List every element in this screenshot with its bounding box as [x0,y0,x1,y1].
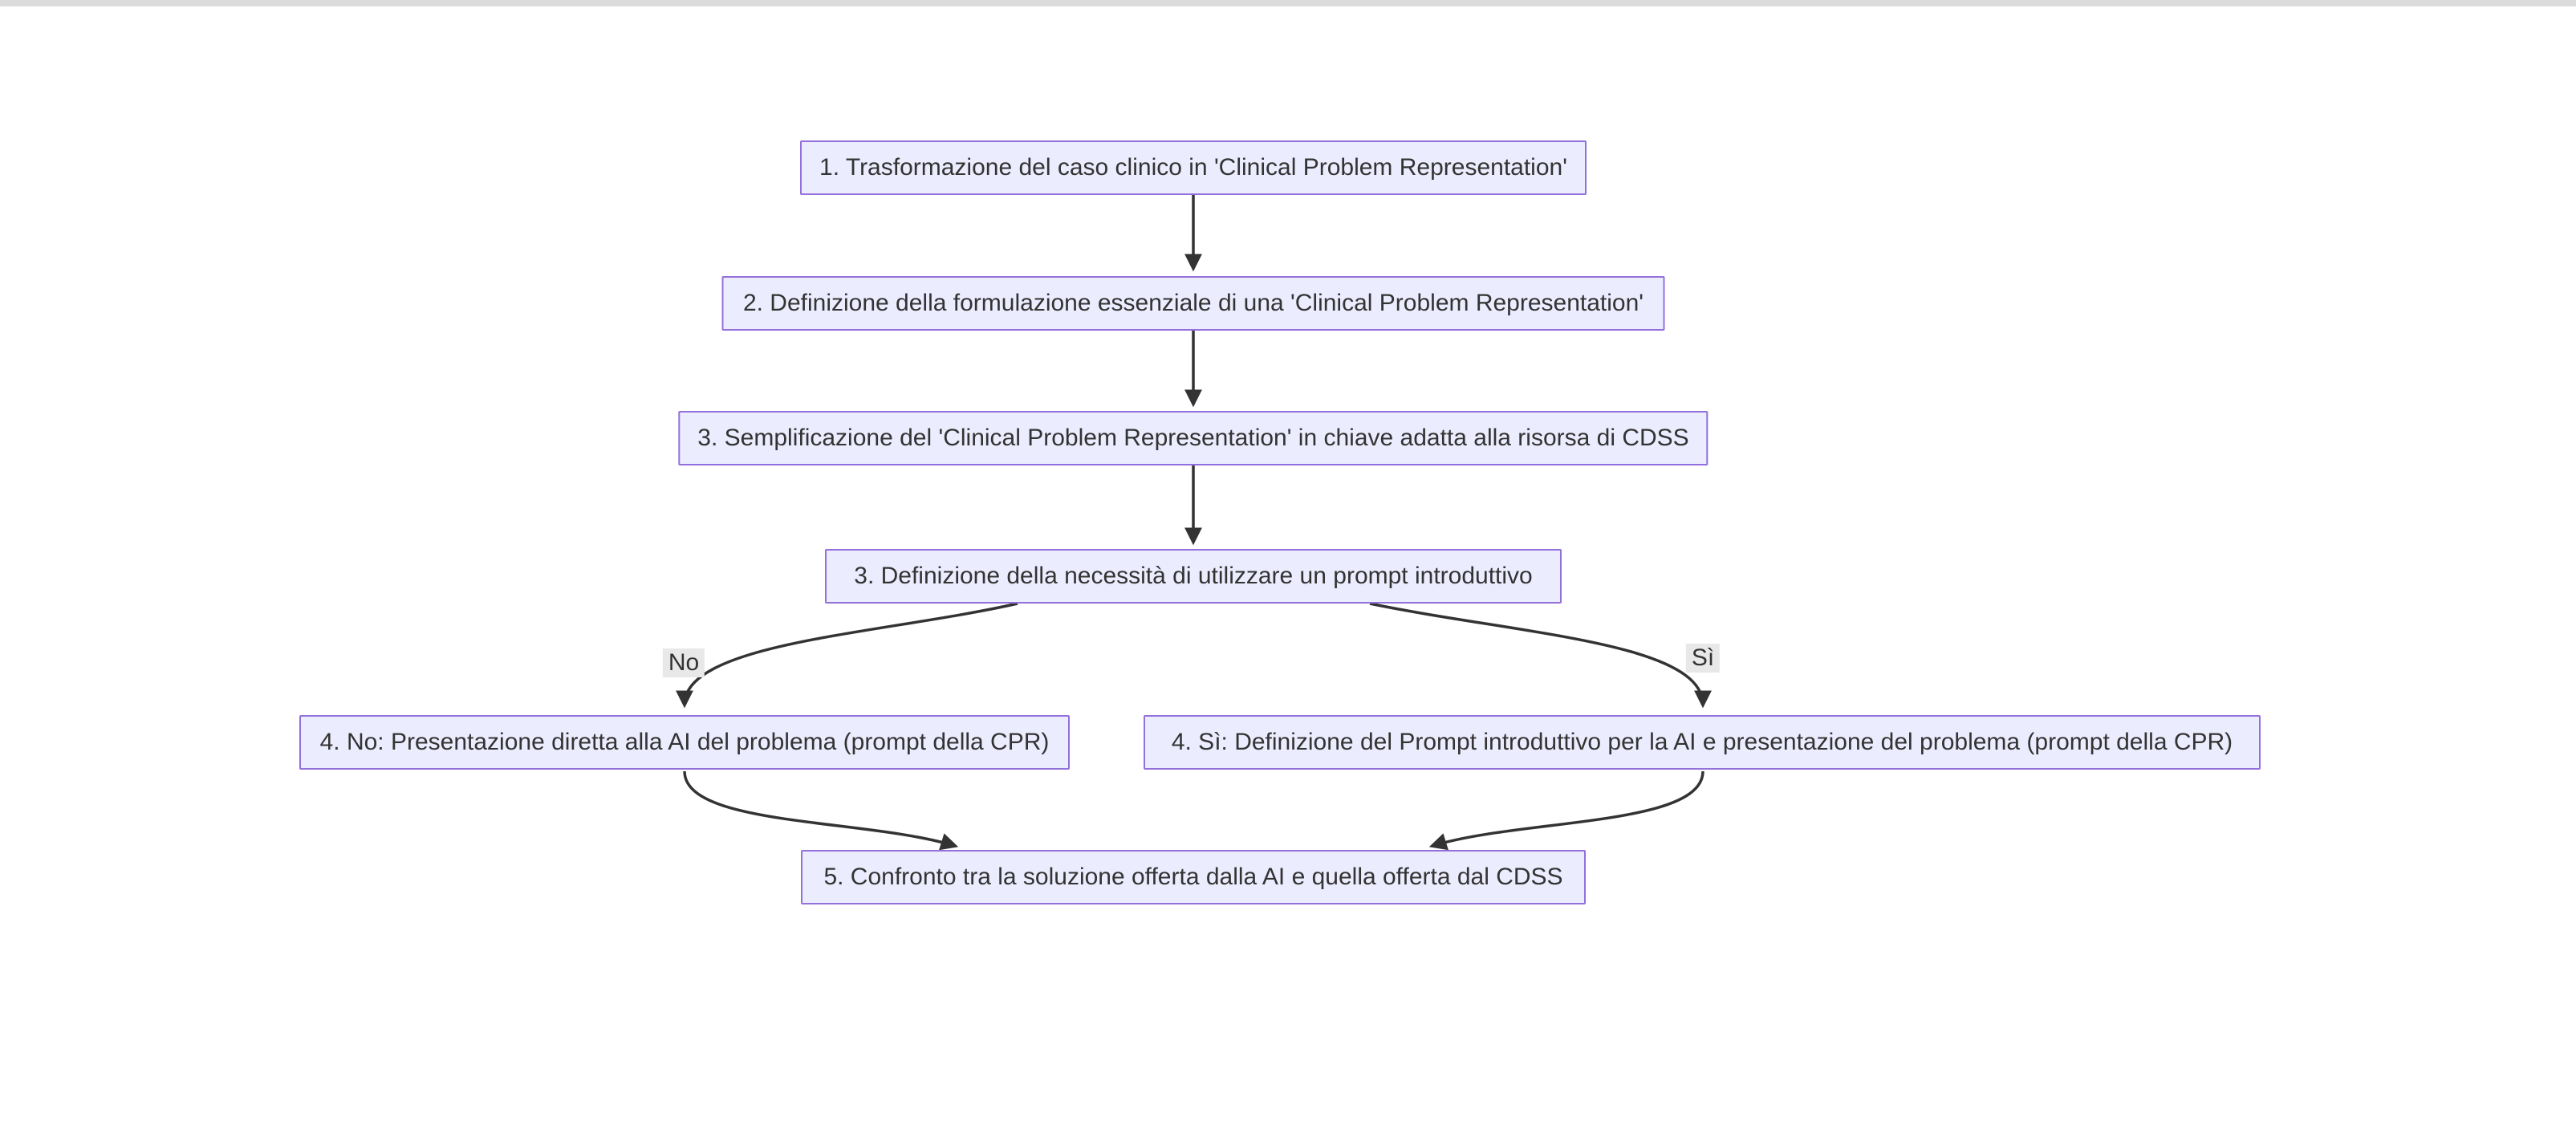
edge-step3b-si-step4si [1369,602,1712,709]
edge-step3b-no-step4no [676,602,1018,709]
flowchart-node-step4no: 4. No: Presentazione diretta alla AI del… [299,715,1070,770]
top-border-bar [0,0,2576,6]
node-step2-label: 2. Definizione della formulazione essenz… [742,290,1644,316]
node-step3-label: 3. Semplificazione del 'Clinical Problem… [697,425,1689,451]
node-step5-label: 5. Confronto tra la soluzione offerta da… [823,864,1563,890]
edge-label-si: Sì [1685,644,1721,673]
node-step1-label: 1. Trasformazione del caso clinico in 'C… [819,154,1567,181]
flowchart-node-step3b: 3. Definizione della necessità di utiliz… [825,549,1562,604]
flowchart-node-step3: 3. Semplificazione del 'Clinical Problem… [678,411,1709,465]
flowchart-node-step2: 2. Definizione della formulazione essenz… [721,276,1665,331]
edge-step4si-step5 [1428,770,1704,851]
node-step4si-label: 4. Sì: Definizione del Prompt introdutti… [1171,729,2233,755]
flowchart-node-step1: 1. Trasformazione del caso clinico in 'C… [800,140,1587,195]
edge-label-no: No [662,648,705,677]
flowchart-node-step5: 5. Confronto tra la soluzione offerta da… [801,850,1586,904]
flowchart-node-step4si: 4. Sì: Definizione del Prompt introdutti… [1144,715,2261,770]
node-step4no-label: 4. No: Presentazione diretta alla AI del… [319,729,1050,755]
node-step3b-label: 3. Definizione della necessità di utiliz… [854,563,1533,589]
edge-step4no-step5 [683,770,959,851]
